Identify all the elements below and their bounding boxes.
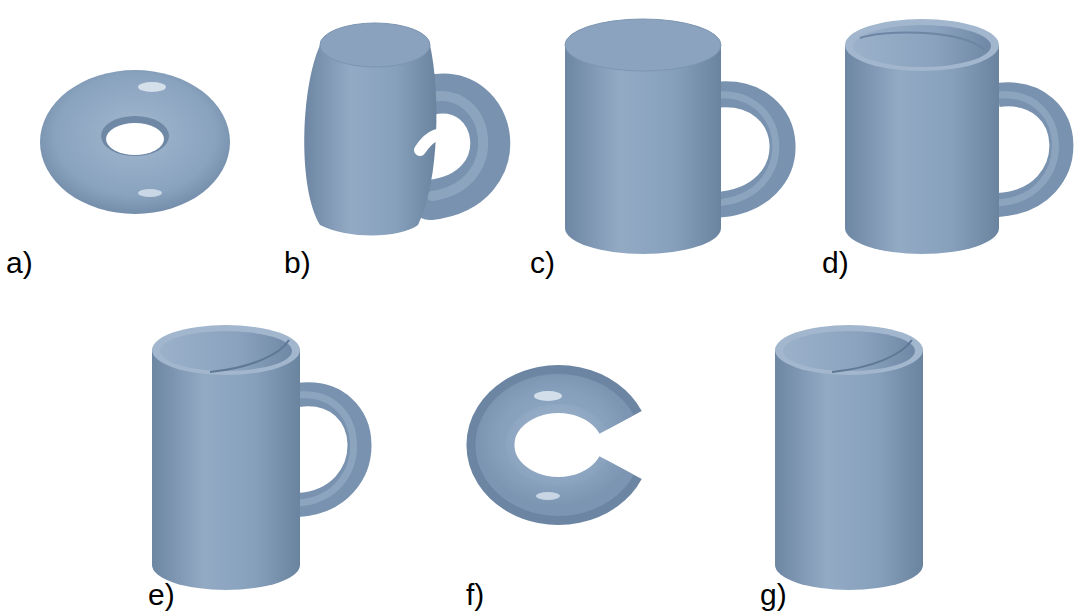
figure-label: c) [530,248,555,278]
solid-mug [565,19,783,254]
cup [775,325,923,590]
figure-label: e) [148,580,175,610]
mug [152,325,360,590]
torus [40,70,230,214]
cut-torus [490,389,620,501]
figure-label: f) [466,580,484,610]
blob-mug [304,23,490,236]
figure-label: a) [6,248,33,278]
figure-label: g) [760,580,787,610]
figure-label: d) [822,248,849,278]
figure-label: b) [284,248,311,278]
mug [845,19,1061,254]
